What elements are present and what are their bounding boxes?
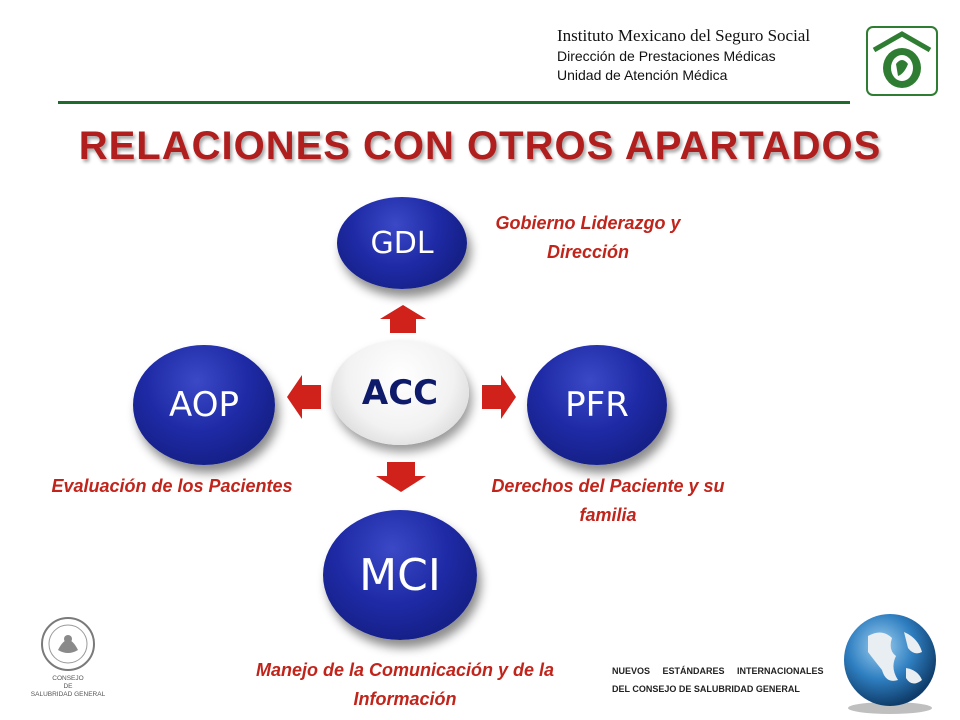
arrow-up-icon bbox=[380, 305, 426, 333]
header-institution-name: Instituto Mexicano del Seguro Social bbox=[557, 26, 811, 45]
node-gdl: GDL bbox=[337, 197, 467, 289]
node-acc-center: ACC bbox=[331, 340, 469, 445]
node-mci: MCI bbox=[323, 510, 477, 640]
label-aop: Evaluación de los Pacientes bbox=[51, 476, 293, 496]
globe-icon bbox=[844, 614, 936, 714]
label-gdl: Gobierno Liderazgo y Dirección bbox=[495, 213, 681, 262]
arrow-left-icon bbox=[287, 375, 321, 419]
header-subtitle-2: Unidad de Atención Médica bbox=[557, 67, 728, 83]
arrow-right-icon bbox=[482, 375, 516, 419]
footer-line-1: NUEVOS ESTÁNDARES INTERNACIONALES bbox=[612, 666, 824, 676]
arrow-down-icon bbox=[376, 462, 426, 492]
consejo-seal-logo-icon: CONSEJO DE SALUBRIDAD GENERAL bbox=[31, 617, 106, 698]
label-pfr: Derechos del Paciente y su familia bbox=[491, 476, 725, 525]
svg-text:DE: DE bbox=[63, 683, 73, 690]
header-subtitle-1: Dirección de Prestaciones Médicas bbox=[557, 48, 776, 64]
imss-logo-icon bbox=[866, 26, 938, 96]
label-mci: Manejo de la Comunicación y de la Inform… bbox=[255, 660, 555, 709]
slide-title: RELACIONES CON OTROS APARTADOS bbox=[78, 124, 882, 168]
footer-line-2: DEL CONSEJO DE SALUBRIDAD GENERAL bbox=[612, 684, 800, 694]
svg-text:SALUBRIDAD GENERAL: SALUBRIDAD GENERAL bbox=[31, 691, 106, 698]
header-divider bbox=[58, 101, 850, 104]
node-aop: AOP bbox=[133, 345, 275, 465]
svg-text:CONSEJO: CONSEJO bbox=[52, 675, 83, 682]
node-pfr: PFR bbox=[527, 345, 667, 465]
